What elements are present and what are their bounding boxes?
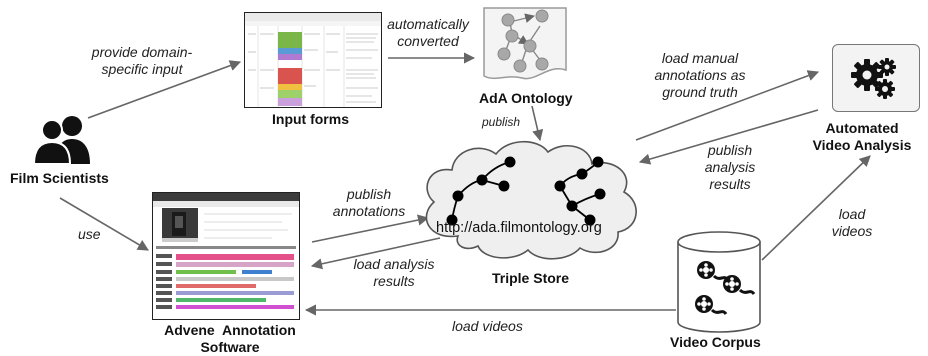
edge-auto-converted-line2: converted xyxy=(397,33,459,49)
cloud-icon xyxy=(425,141,637,260)
advene-line2: Software xyxy=(200,339,260,355)
edge-load-videos-right-line2: videos xyxy=(831,223,873,239)
edge-label-load-videos-bottom: load videos xyxy=(452,318,523,334)
edge-label-load-videos-right: load videos xyxy=(824,206,880,240)
ontology-graph-icon xyxy=(483,7,567,80)
video-corpus-label: Video Corpus xyxy=(670,334,761,350)
spreadsheet-screenshot xyxy=(244,12,382,108)
edge-publish-results-line2: analysis xyxy=(704,159,756,175)
edge-load-analysis-line2: results xyxy=(373,273,415,289)
edge-publish-results-line3: results xyxy=(709,176,751,192)
arrow-load-videos-right xyxy=(761,155,871,261)
edge-load-videos-right-line1: load xyxy=(838,206,866,222)
edge-label-publish-annotations: publish annotations xyxy=(322,186,416,220)
film-scientists-label: Film Scientists xyxy=(10,170,109,186)
arrow-provide-input xyxy=(87,60,242,119)
advene-label: Advene Annotation Software xyxy=(140,322,320,356)
database-cylinder-icon xyxy=(677,231,761,333)
triple-store-url: http://ada.filmontology.org xyxy=(436,220,602,236)
people-icon xyxy=(32,116,90,164)
edge-provide-input-line1: provide domain- xyxy=(91,44,193,60)
edge-label-use: use xyxy=(78,226,101,242)
edge-label-publish: publish xyxy=(482,115,521,129)
edge-label-auto-converted: automatically converted xyxy=(380,16,476,50)
edge-auto-converted-line1: automatically xyxy=(387,16,469,32)
edge-provide-input-line2: specific input xyxy=(101,61,183,77)
edge-label-provide-input: provide domain- specific input xyxy=(72,44,212,78)
arrow-publish-ontology xyxy=(531,105,544,142)
advene-line1: Advene Annotation xyxy=(164,322,296,338)
software-screenshot xyxy=(152,192,300,320)
arrow-publish-annotations xyxy=(311,214,430,243)
automated-analysis-line1: Automated xyxy=(825,120,899,136)
automated-analysis-label: Automated Video Analysis xyxy=(800,120,924,154)
edge-publish-annotations-line2: annotations xyxy=(332,203,406,219)
ada-ontology-label: AdA Ontology xyxy=(479,90,573,106)
arrow-load-manual xyxy=(635,70,820,141)
edge-load-manual-line2: annotations as xyxy=(654,67,746,83)
automated-analysis-line2: Video Analysis xyxy=(812,137,912,153)
arrow-publish-results xyxy=(638,109,819,165)
edge-load-manual-line1: load manual xyxy=(661,50,739,66)
arrow-use xyxy=(59,197,149,251)
automated-analysis-box xyxy=(832,44,920,112)
triple-store-label: Triple Store xyxy=(492,270,570,286)
edge-load-manual-line3: ground truth xyxy=(662,84,738,100)
input-forms-label: Input forms xyxy=(272,111,349,127)
film-reel-icon xyxy=(695,261,756,315)
gears-icon xyxy=(851,58,896,99)
edge-publish-results-line1: publish xyxy=(707,142,753,158)
arrow-load-analysis xyxy=(310,237,441,270)
edge-label-load-analysis: load analysis results xyxy=(340,256,448,290)
edge-load-analysis-line1: load analysis xyxy=(353,256,435,272)
edge-publish-annotations-line1: publish xyxy=(346,186,392,202)
edge-label-publish-results: publish analysis results xyxy=(690,142,770,193)
edge-label-load-manual: load manual annotations as ground truth xyxy=(640,50,760,101)
